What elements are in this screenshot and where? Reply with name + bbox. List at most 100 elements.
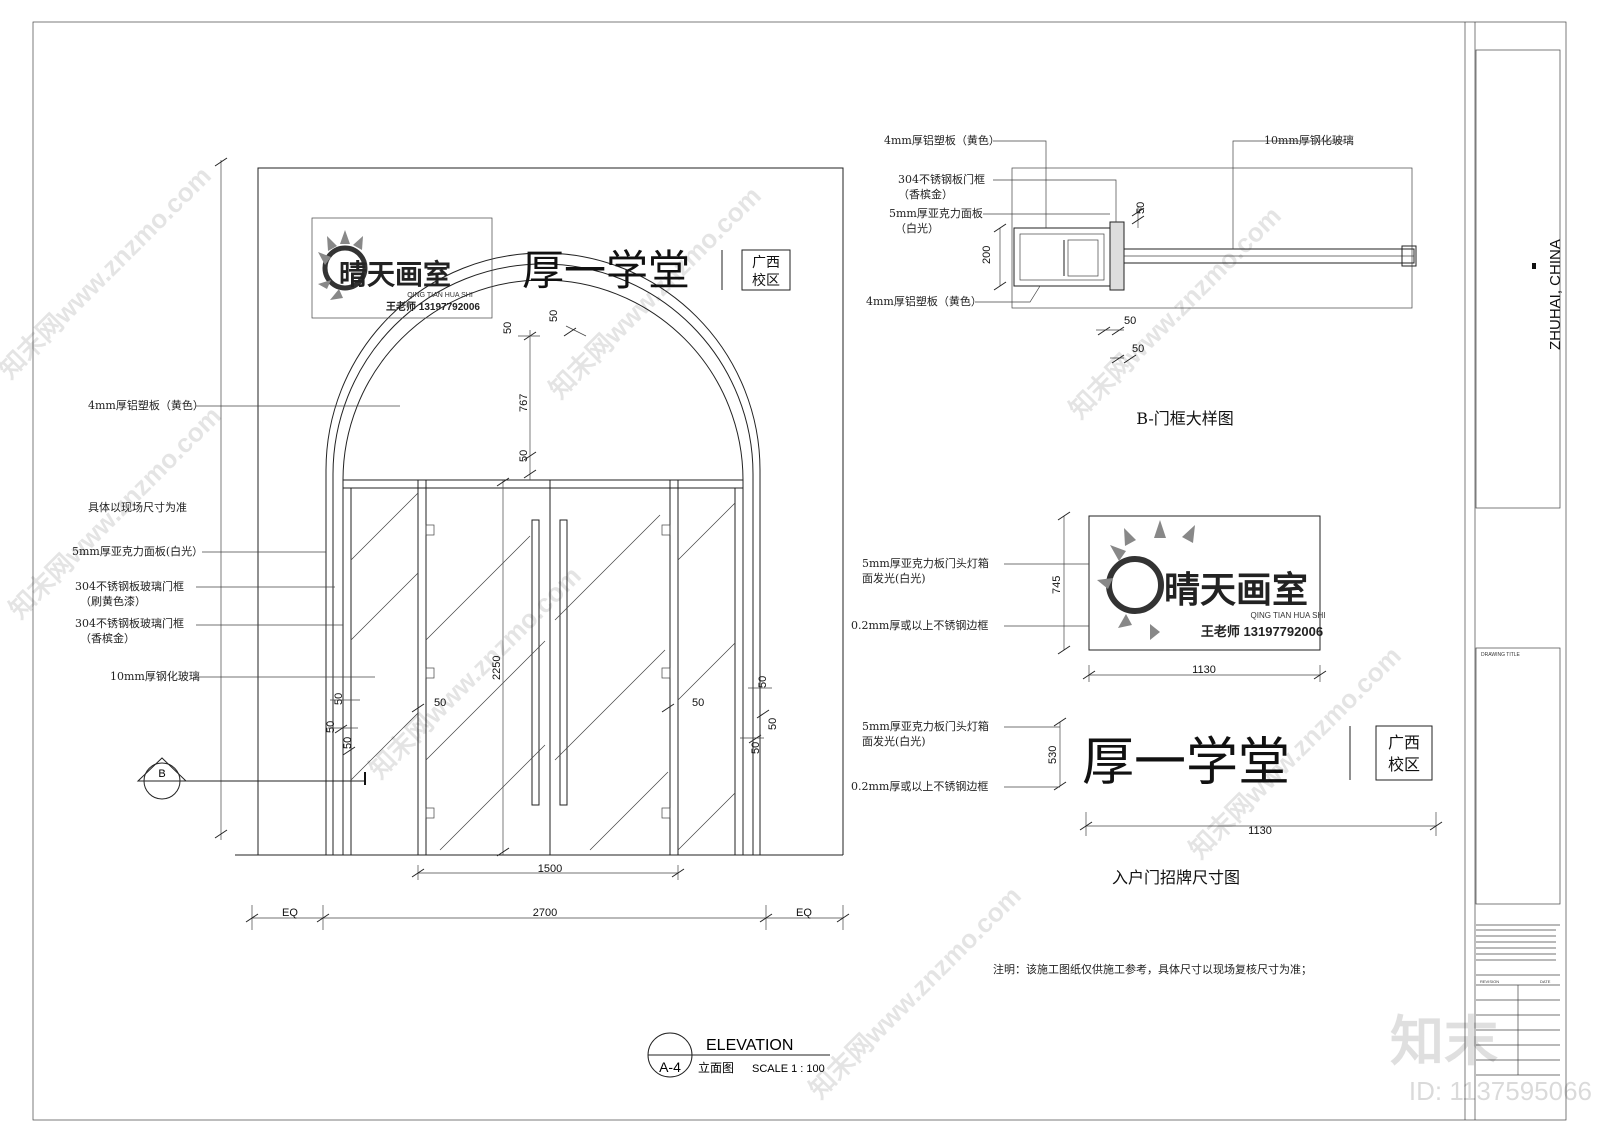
right-door-frame: [669, 479, 679, 856]
detail-b-glass-label: 10mm厚钢化玻璃: [1264, 133, 1354, 147]
wall-outline: [257, 167, 844, 855]
right-side-frame: [734, 487, 744, 856]
elevation-logo-pinyin: QING TIAN HUA SHI: [407, 292, 473, 299]
sidebar-date: DATE: [1540, 979, 1551, 984]
signage-logo-box: [1088, 515, 1321, 651]
left-handle: [531, 519, 540, 806]
detail-b-frame-a: 304不锈钢板门框: [898, 172, 985, 186]
arch-inner: [342, 279, 744, 855]
elevation-logo-contact: 王老师 13197792006: [386, 300, 480, 313]
dim-right-50a: 50: [757, 676, 769, 688]
left-side-frame: [342, 487, 352, 856]
sheet-border: [32, 21, 1567, 1121]
drawing-title-box: [1475, 647, 1561, 905]
sun-icon: [318, 230, 368, 300]
signage-label-lightbox2-a: 5mm厚亚克力板门头灯箱: [862, 719, 989, 733]
section-marker-b: B: [136, 757, 366, 800]
detail-b-drawing: 200 50 50 50 4mm厚铝塑板（黄色） 304不锈钢板门框 （香槟金）…: [866, 133, 1417, 428]
section-marker-label: B: [158, 768, 165, 780]
detail-b-bounds: [1011, 167, 1413, 309]
elevation-drawing: 晴天画室 QING TIAN HUA SHI 王老师 13197792006 厚…: [72, 157, 850, 1078]
detail-b-aluminum-top: 4mm厚铝塑板（黄色）: [884, 133, 1000, 147]
detail-b-acrylic-b: （白光）: [895, 221, 939, 235]
elevation-school-name: 厚一学堂: [522, 246, 690, 295]
dim-top-a: 50: [502, 322, 514, 334]
signage-campus-2: 校区: [1388, 755, 1420, 774]
watermark-5: 知末网www.znzmo.com: [803, 880, 1027, 1104]
signage-logo-height: 745: [1051, 576, 1063, 594]
drawing-title-cn: 立面图: [698, 1060, 734, 1075]
signage-label-edge2: 0.2mm厚或以上不锈钢边框: [851, 780, 988, 793]
dim-left-50c: 50: [342, 737, 354, 749]
sidebar-location: ZHUHAI, CHINA: [1547, 239, 1564, 350]
dim-left-50a: 50: [333, 693, 345, 705]
signage-campus-1: 广西: [1388, 733, 1420, 752]
signage-label-lightbox-b: 面发光(白光): [862, 571, 926, 585]
dim-overall: 2700: [533, 907, 557, 919]
detail-b-acrylic-a: 5mm厚亚克力面板: [889, 206, 983, 220]
detail-b-bottom-50a: 50: [1124, 315, 1136, 327]
dim-arch-rise: 767: [518, 394, 530, 412]
detail-b-title: B-门框大样图: [1136, 409, 1233, 428]
dim-eq-right: EQ: [796, 907, 812, 919]
dim-door-height: 2250: [491, 656, 503, 680]
ann-acrylic: 5mm厚亚克力面板(白光）: [72, 544, 203, 558]
signage-logo-contact: 王老师 13197792006: [1201, 624, 1323, 639]
drawing-title-en: ELEVATION: [706, 1037, 793, 1054]
dim-door-width: 1500: [538, 863, 562, 875]
signage-logo-brand: 晴天画室: [1164, 569, 1308, 611]
watermark-id: ID: 1137595066: [1409, 1076, 1592, 1106]
signage-text-width: 1130: [1248, 825, 1272, 837]
ann-frame2a: 304不锈钢板玻璃门框: [75, 616, 184, 630]
title-sidebar: ZHUHAI, CHINA DRAWING TITLE REVISION DAT…: [1475, 49, 1564, 1076]
sidebar-info-rows: [1476, 924, 1560, 1076]
signage-title: 入户门招牌尺寸图: [1112, 868, 1240, 887]
signage-sun-icon: [1097, 520, 1195, 640]
signage-label-edge: 0.2mm厚或以上不锈钢边框: [851, 619, 988, 632]
construction-note: 注明：该施工图纸仅供施工参考，具体尺寸以现场复核尺寸为准；: [993, 962, 1312, 976]
dim-right-50b: 50: [767, 718, 779, 730]
elevation-logo-brand: 晴天画室: [339, 258, 451, 291]
elevation-campus-1: 广西: [752, 255, 780, 271]
ann-frame2b: （香槟金）: [80, 631, 135, 645]
signage-text-height: 530: [1047, 746, 1059, 764]
watermark-brand: 知末: [1390, 1012, 1498, 1072]
left-door-frame: [417, 479, 427, 856]
elevation-campus-2: 校区: [752, 272, 780, 289]
ann-frame1a: 304不锈钢板玻璃门框: [75, 579, 184, 593]
right-handle: [559, 519, 568, 806]
ann-frame1b: （刷黄色漆）: [80, 594, 146, 608]
ann-aluminum: 4mm厚铝塑板（黄色）: [88, 398, 204, 412]
signage-logo-width: 1130: [1192, 664, 1216, 676]
dim-left-50d: 50: [434, 697, 446, 709]
detail-b-aluminum-bottom: 4mm厚铝塑板（黄色）: [866, 294, 982, 308]
detail-b-bottom-50b: 50: [1132, 343, 1144, 355]
signage-logo-pinyin: QING TIAN HUA SHI: [1251, 611, 1326, 620]
dim-left-50b: 50: [325, 721, 337, 733]
signage-school-name: 厚一学堂: [1082, 733, 1290, 793]
dim-right-50c: 50: [750, 742, 762, 754]
detail-b-acrylic: [1109, 221, 1125, 291]
dim-arch-gap: 50: [518, 450, 530, 462]
watermark-layer: 知末网www.znzmo.com 知末网www.znzmo.com 知末网www…: [0, 160, 1592, 1106]
sidebar-drawing-title: DRAWING TITLE: [1481, 652, 1521, 658]
dim-mid-50: 50: [692, 697, 704, 709]
glass-hatch: [350, 492, 736, 851]
hinges: [425, 524, 671, 819]
ann-site-note: 具体以现场尺寸为准: [88, 500, 187, 514]
arch-middle: [332, 263, 754, 855]
dim-top-b: 50: [548, 310, 560, 322]
drawing-scale: SCALE 1 : 100: [752, 1063, 825, 1075]
arch-outer: [325, 252, 761, 855]
watermark-1: 知末网www.znzmo.com: [0, 160, 217, 384]
elevation-campus-box: [741, 249, 791, 291]
left-small-dims: [328, 699, 425, 756]
detail-b-frame-box: [1013, 227, 1111, 287]
signage-campus-box: [1375, 725, 1433, 781]
drawing-code: A-4: [659, 1059, 681, 1075]
signage-label-lightbox-a: 5mm厚亚克力板门头灯箱: [862, 556, 989, 570]
detail-b-right-50: 50: [1135, 202, 1147, 214]
elevation-logo-panel: [311, 217, 493, 319]
dim-eq-left: EQ: [282, 907, 298, 919]
